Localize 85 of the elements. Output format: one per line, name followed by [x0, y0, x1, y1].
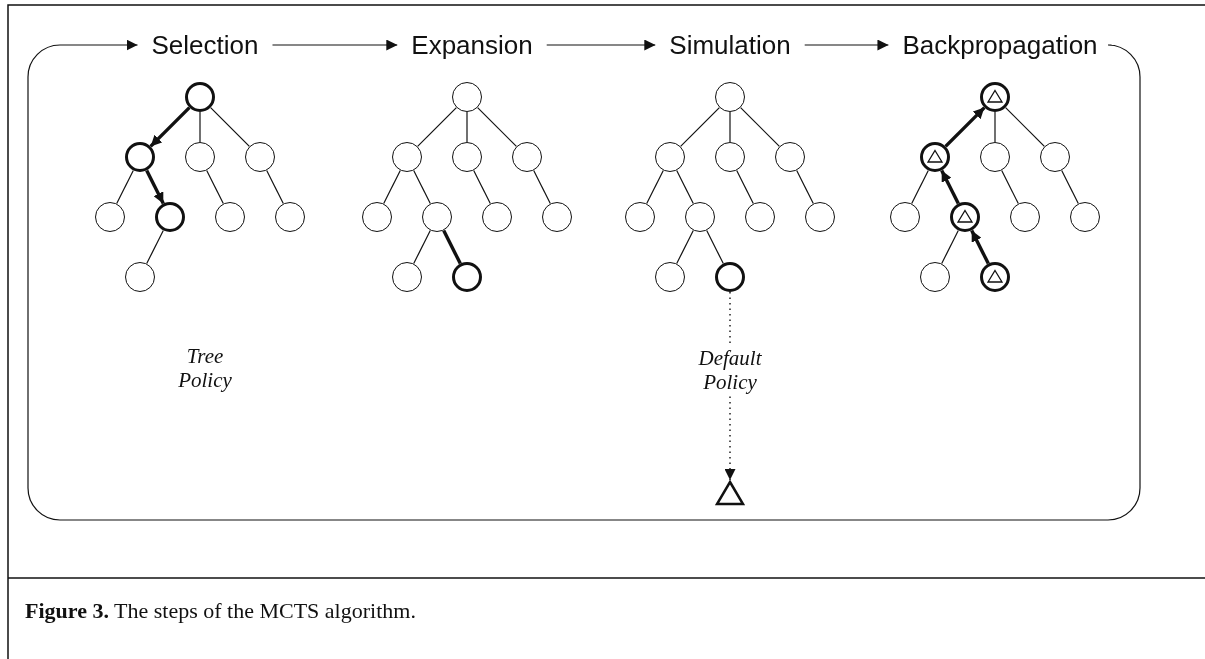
tree-node: [655, 142, 685, 172]
tree-edge: [994, 111, 996, 143]
tree-node: [920, 142, 950, 172]
tree-node: [890, 202, 920, 232]
arrow: [271, 39, 398, 51]
tree-node: [185, 82, 215, 112]
tree-node: [625, 202, 655, 232]
tree-edge: [1005, 107, 1045, 147]
step-label: Selection: [151, 32, 259, 58]
tree-node: [392, 142, 422, 172]
tree-edge: [146, 229, 164, 265]
tree-edge: [680, 107, 720, 147]
tree-node: [512, 142, 542, 172]
tree-node: [275, 202, 305, 232]
tree-edge: [796, 169, 814, 205]
tree-edge: [740, 107, 780, 147]
arrow: [970, 229, 990, 265]
tree-node: [125, 262, 155, 292]
tree-node: [245, 142, 275, 172]
tree-edge: [676, 229, 694, 265]
tree-node: [452, 262, 482, 292]
tree-edge: [266, 169, 284, 205]
tree-node: [950, 202, 980, 232]
tree-node: [362, 202, 392, 232]
tree-edge: [676, 169, 694, 205]
tree-node: [715, 142, 745, 172]
tree-edge: [646, 169, 664, 205]
tree-node: [685, 202, 715, 232]
tree-node: [715, 82, 745, 112]
arrow: [27, 39, 1141, 521]
tree-node: [745, 202, 775, 232]
tree-node: [125, 142, 155, 172]
tree-node: [1040, 142, 1070, 172]
tree-node: [155, 202, 185, 232]
note-label: Tree Policy: [177, 343, 233, 393]
tree-node: [775, 142, 805, 172]
arrow: [149, 106, 191, 148]
terminal-triangle: [715, 480, 745, 506]
tree-edge: [383, 169, 401, 205]
tree-edge: [941, 229, 959, 265]
tree-node: [95, 202, 125, 232]
arrow: [145, 169, 165, 205]
tree-edge: [417, 107, 457, 147]
tree-edge: [199, 111, 201, 143]
tree-node: [715, 262, 745, 292]
tree-edge: [1001, 169, 1019, 205]
tree-node: [655, 262, 685, 292]
step-label: Simulation: [669, 32, 791, 58]
tree-node: [542, 202, 572, 232]
tree-edge: [729, 111, 731, 143]
tree-edge: [442, 229, 462, 265]
step-label: Backpropagation: [902, 32, 1098, 58]
tree-node: [452, 82, 482, 112]
step-label: Expansion: [411, 32, 533, 58]
arrow: [546, 39, 656, 51]
tree-node: [482, 202, 512, 232]
tree-node: [185, 142, 215, 172]
tree-node: [392, 262, 422, 292]
tree-edge: [210, 107, 250, 147]
arrow: [944, 106, 986, 148]
tree-edge: [413, 169, 431, 205]
tree-edge: [473, 169, 491, 205]
tree-edge: [413, 229, 431, 265]
tree-node: [1070, 202, 1100, 232]
arrow: [940, 169, 960, 205]
tree-node: [920, 262, 950, 292]
tree-edge: [911, 169, 929, 205]
figure-caption: Figure 3. The steps of the MCTS algorithm.: [25, 598, 416, 624]
tree-node: [805, 202, 835, 232]
tree-node: [980, 262, 1010, 292]
tree-node: [215, 202, 245, 232]
tree-edge: [206, 169, 224, 205]
tree-edge: [116, 169, 134, 205]
tree-node: [452, 142, 482, 172]
tree-edge: [477, 107, 517, 147]
arrow: [804, 39, 890, 51]
tree-node: [1010, 202, 1040, 232]
tree-edge: [533, 169, 551, 205]
tree-edge: [736, 169, 754, 205]
tree-edge: [706, 229, 724, 265]
tree-edge: [1061, 169, 1079, 205]
tree-edge: [466, 111, 468, 143]
tree-node: [980, 142, 1010, 172]
tree-node: [980, 82, 1010, 112]
tree-node: [422, 202, 452, 232]
